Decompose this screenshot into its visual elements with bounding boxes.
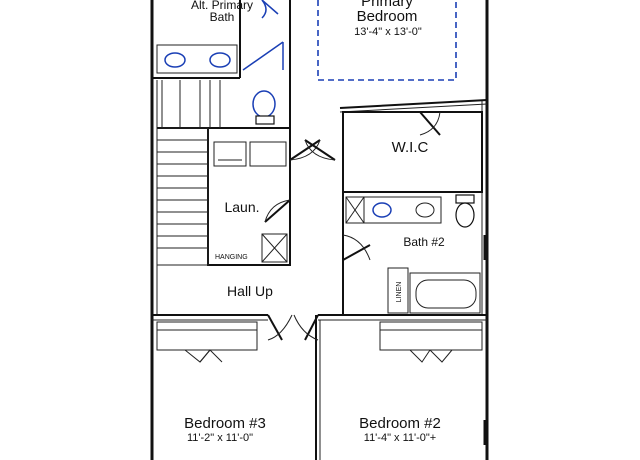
laundry-label: Laun. (224, 199, 259, 215)
hanging-label: HANGING (215, 254, 248, 261)
room-labels: Alt. Primary Bath Primary Bedroom 13'-4"… (184, 0, 445, 444)
alt-primary-bath-label-1: Alt. Primary (191, 0, 253, 12)
doors (184, 0, 453, 363)
bedroom2-size: 11'-4" x 11'-0"+ (364, 432, 436, 444)
primary-bedroom-label-1: Primary (361, 0, 413, 10)
bedroom3-size: 11'-2" x 11'-0" (187, 432, 253, 444)
linen-label: LINEN (396, 282, 403, 303)
staircase (156, 80, 221, 266)
alt-primary-bath-label-2: Bath (210, 10, 235, 24)
bedroom3-label: Bedroom #3 (184, 415, 266, 432)
primary-bedroom-size: 13'-4" x 13'-0" (354, 26, 422, 38)
fixtures (156, 0, 481, 314)
hall-label: Hall Up (227, 283, 273, 299)
bath2-label: Bath #2 (403, 235, 445, 249)
bedroom2-label: Bedroom #2 (359, 415, 441, 432)
wic-label: W.I.C (392, 139, 429, 156)
walls (150, 0, 489, 460)
primary-bedroom-label-2: Bedroom (357, 8, 418, 25)
